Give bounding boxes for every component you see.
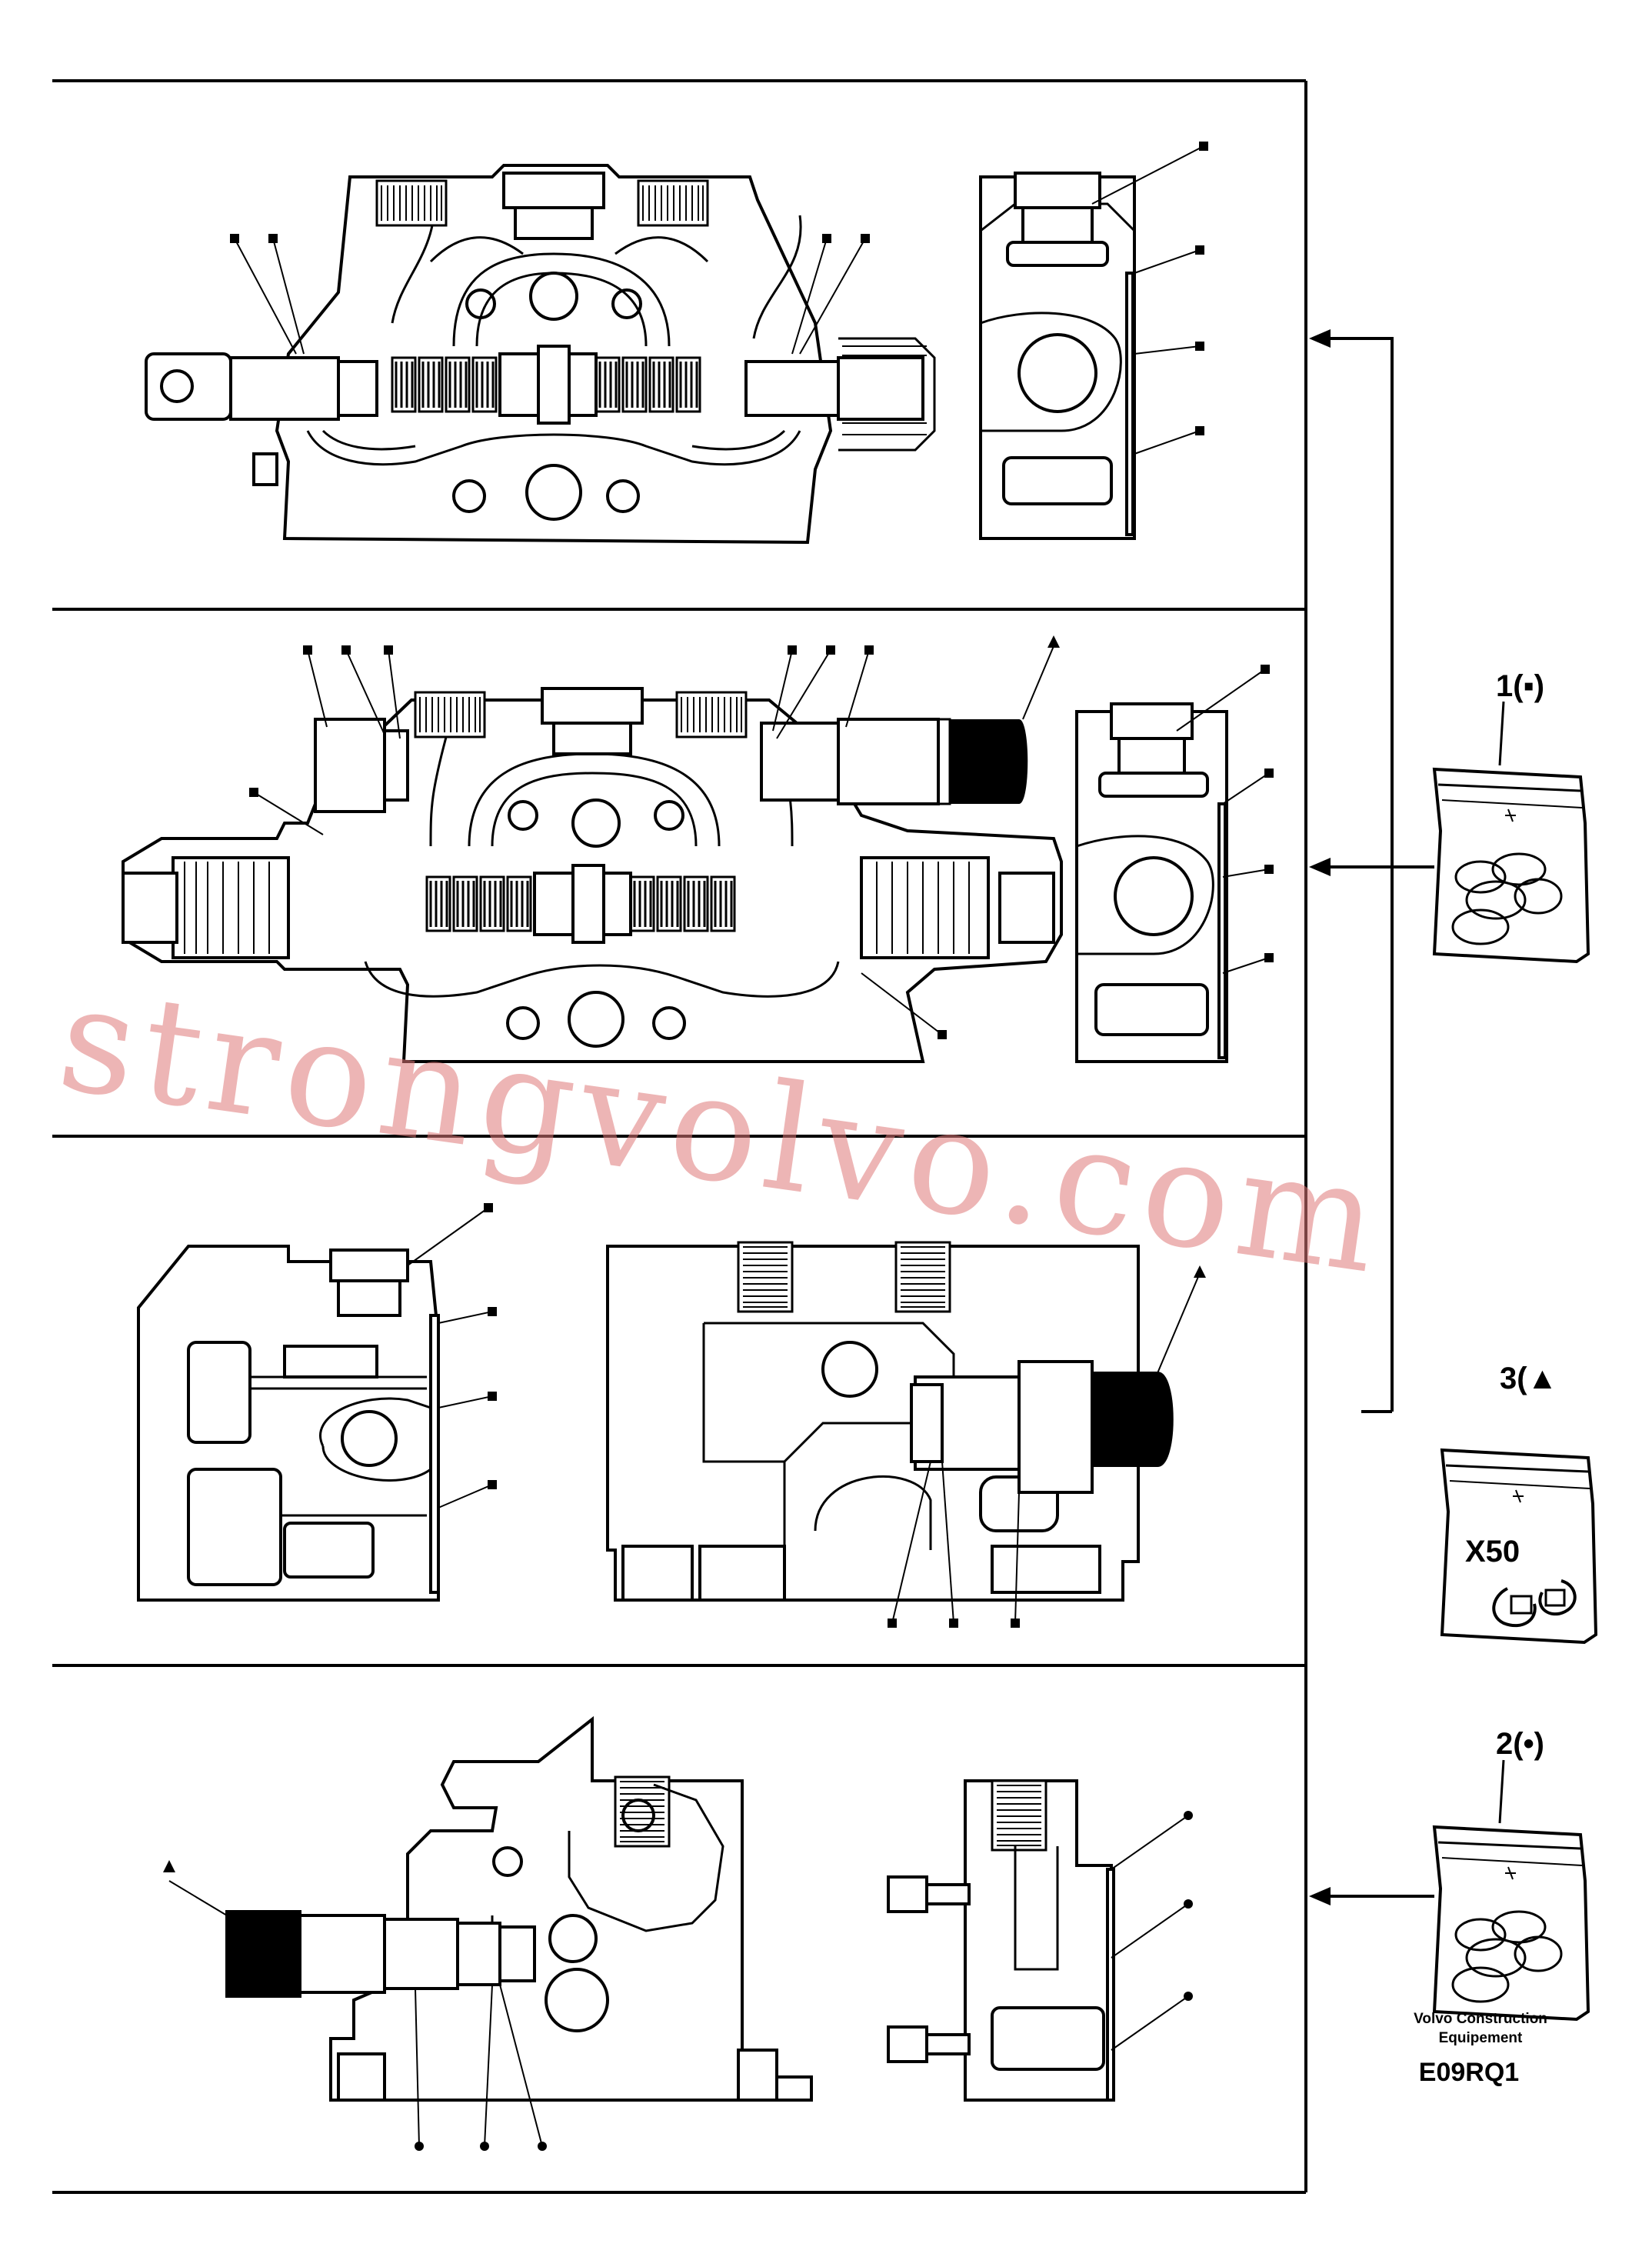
panel-3-markers	[484, 1203, 1206, 1628]
panel-3-left-view	[137, 1245, 440, 1602]
panel-1-callouts	[234, 145, 1204, 455]
kit-3-quantity: X50	[1465, 1535, 1520, 1569]
panel-2-spool	[414, 691, 1028, 944]
kit-3-label: 3(▲	[1500, 1362, 1557, 1395]
panel-1-spool	[375, 179, 709, 425]
frame	[52, 79, 1307, 2194]
panel-2-markers	[249, 635, 1274, 1039]
panel-2-end-view	[1075, 702, 1228, 1063]
brand-name: Volvo Construction	[1414, 2011, 1547, 2027]
panel-3-right-view	[606, 1241, 1174, 1602]
kit-arrows	[1309, 329, 1434, 1905]
panel-3-callouts	[407, 1207, 1201, 1624]
kit-2-bag-icon	[1433, 1825, 1590, 2021]
kit-1-label: 1(▪)	[1496, 669, 1544, 703]
panel-4-left-view	[225, 1715, 813, 2102]
panel-2-callouts	[253, 645, 1270, 1035]
brand-subline: Equipement	[1439, 2030, 1523, 2046]
kit-2-label: 2(•)	[1496, 1727, 1544, 1761]
drawing-code: E09RQ1	[1419, 2058, 1519, 2087]
panel-4-markers	[163, 1811, 1193, 2151]
kit-3-bag-icon	[1441, 1449, 1597, 1644]
kit-1-bag-icon	[1433, 768, 1590, 963]
panel-4-right-view	[887, 1779, 1115, 2102]
panel-4-callouts	[168, 1815, 1189, 2147]
panel-1-end-view	[979, 172, 1136, 540]
